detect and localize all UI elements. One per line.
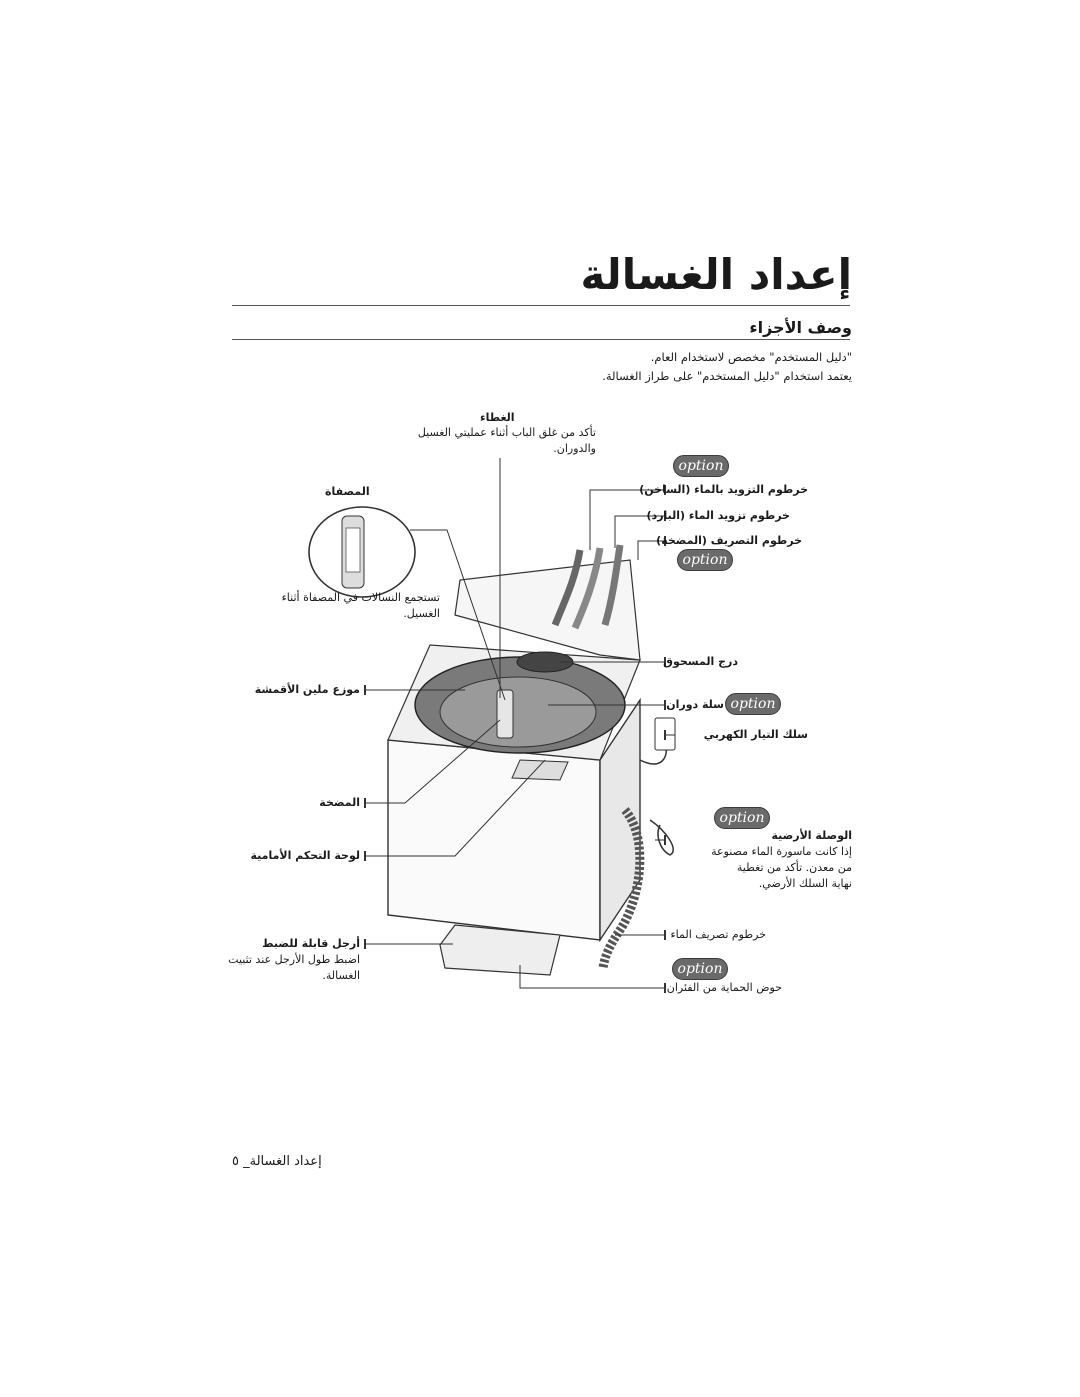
leg-label: أرجل قابلة للضبط اضبط طول الأرجل عند تثب… — [228, 936, 360, 984]
hot-hose-shape — [551, 549, 584, 627]
leader-control — [365, 759, 546, 857]
filter-title: المصفاة — [325, 485, 370, 498]
control-panel-strip — [511, 759, 569, 781]
tub-inner — [439, 676, 597, 748]
leg-line-1: اضبط طول الأرجل عند تثبيت — [228, 953, 360, 966]
page-title: إعداد الغسالة — [580, 250, 852, 299]
lid-line-1: تأكد من غلق الباب أثناء عمليتي الغسيل — [417, 426, 596, 439]
leader-pump — [365, 719, 501, 804]
section-title: وصف الأجزاء — [749, 318, 852, 337]
leader-hot-hose — [589, 489, 665, 550]
filter-in-tub — [496, 689, 514, 739]
option-badge-1: option — [673, 455, 729, 477]
leg-line-2: الغسالة. — [322, 969, 360, 982]
pump-label: المضخة — [319, 796, 360, 809]
intro-line-2: يعتمد استخدام "دليل المستخدم" على طراز ا… — [602, 369, 852, 383]
ground-cord-shape — [649, 819, 674, 856]
ground-title: الوصلة الأرضية — [771, 829, 852, 842]
leg-drawer — [439, 924, 561, 976]
option-badge-2: option — [677, 549, 733, 571]
leader-cold-hose — [614, 515, 665, 548]
filter-label: المصفاة — [325, 484, 370, 500]
lid-desc: تأكد من غلق الباب أثناء عمليتي الغسيل وا… — [410, 425, 596, 457]
ground-line-1: إذا كانت ماسورة الماء مصنوعة — [711, 845, 852, 858]
title-rule — [232, 305, 850, 306]
leader-pump-hose — [637, 540, 665, 560]
lid-line-2: والدوران. — [553, 442, 596, 455]
basket-label: سلة دوران — [666, 698, 724, 711]
ground-line-3: نهاية السلك الأرضي. — [758, 877, 852, 890]
leg-title: أرجل قابلة للضبط — [262, 937, 360, 950]
drain-hose-shape — [598, 807, 645, 969]
pump-hose-shape — [601, 544, 624, 626]
hot-hose-label: خرطوم التزويد بالماء (الساخن) — [639, 483, 808, 496]
ground-line-2: من معدن. تأكد من تغطية — [736, 861, 852, 874]
ground-label: الوصلة الأرضية إذا كانت ماسورة الماء مصن… — [668, 828, 852, 892]
rotating-basket-label: حوض الحماية من الفئران — [666, 981, 782, 994]
lid-title: الغطاء — [480, 411, 515, 424]
control-panel-label: لوحة التحكم الأمامية — [250, 849, 360, 862]
softener-label: موزع ملين الأقمشة — [254, 683, 360, 696]
filter-line-2: الغسيل. — [403, 607, 440, 620]
power-cord-label: سلك التيار الكهربي — [703, 728, 808, 741]
filter-desc: تستجمع النسالات في المصفاة أثناء الغسيل. — [278, 590, 440, 622]
filter-line-1: تستجمع النسالات في المصفاة أثناء — [281, 591, 440, 604]
filter-zoom-bubble — [308, 506, 416, 598]
leader-filter — [410, 529, 506, 701]
intro-text: "دليل المستخدم" مخصص لاستخدام العام. يعت… — [252, 348, 852, 386]
detergent-label: درج المسحوق — [663, 655, 738, 668]
machine-front — [387, 739, 601, 941]
option-badge-4: option — [714, 807, 770, 829]
lid-label: الغطاء — [480, 410, 515, 426]
option-badge-5: option — [672, 958, 728, 980]
filter-zoom-mesh — [345, 527, 361, 573]
page-footer: إعداد الغسالة_ ٥ — [232, 1154, 322, 1169]
cold-hose-label: خرطوم تزويد الماء (البارد) — [646, 509, 790, 522]
option-badge-3: option — [725, 693, 781, 715]
water-drain-label: خرطوم تصريف الماء — [670, 928, 766, 941]
drain-hose-pump-label: خرطوم التصريف (المضخة) — [656, 534, 802, 547]
cold-hose-shape — [571, 547, 604, 630]
leader-rotating-basket — [519, 965, 665, 989]
section-rule — [232, 339, 850, 340]
intro-line-1: "دليل المستخدم" مخصص لاستخدام العام. — [650, 350, 852, 364]
